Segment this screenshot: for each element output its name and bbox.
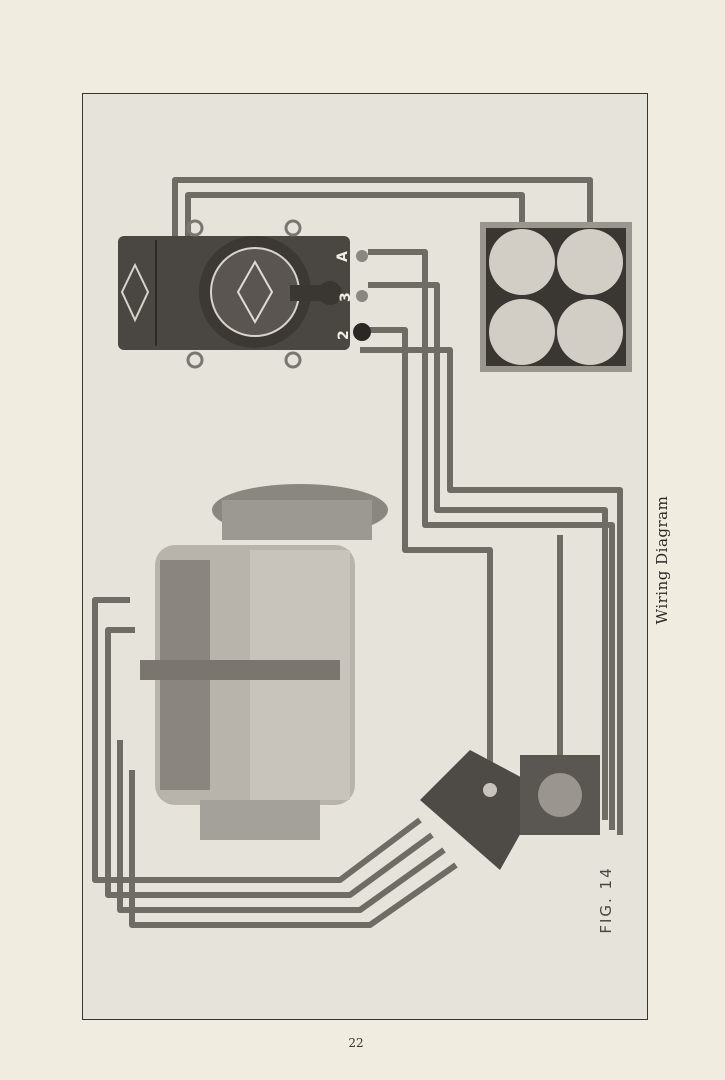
terminal-label-a: A [335,251,351,262]
figure-label: FIG. 14 [597,866,615,934]
wires [92,177,623,928]
terminal-label-2: 2 [336,330,352,340]
switch-box [118,219,371,369]
battery-cells [480,222,632,372]
figure-caption: Wiring Diagram [653,495,671,625]
engine [140,484,388,840]
terminal-label-3: 3 [338,292,354,302]
page-number: 22 [348,1036,364,1050]
distributor [420,750,600,870]
